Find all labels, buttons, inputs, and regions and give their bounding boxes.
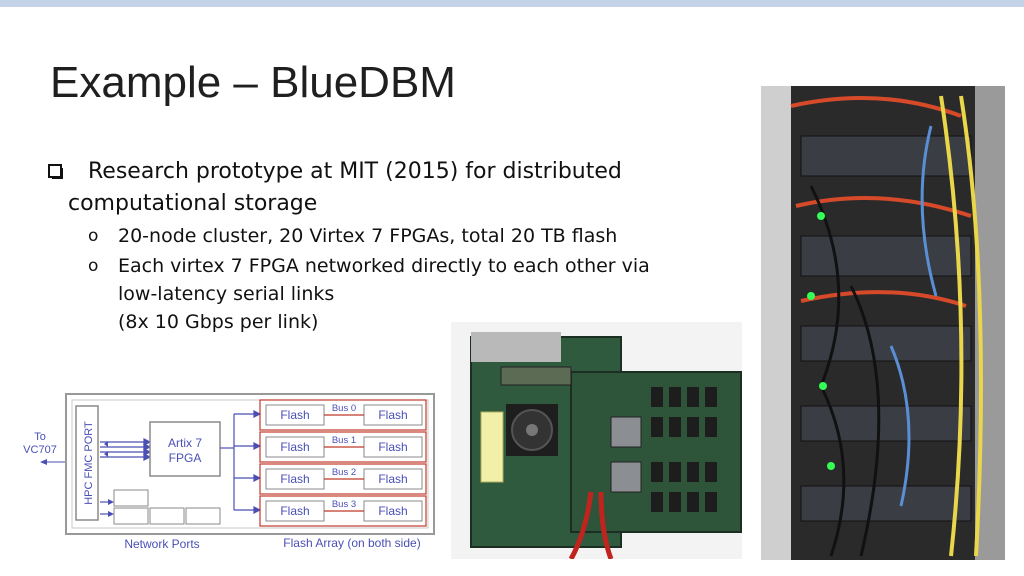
sub-bullet-text: 20-node cluster, 20 Virtex 7 FPGAs, tota… bbox=[118, 225, 618, 247]
flash-label: Flash bbox=[280, 440, 309, 454]
bus-label: Bus 3 bbox=[332, 499, 356, 510]
board-inner-outline bbox=[71, 399, 429, 529]
bus-label: Bus 2 bbox=[332, 467, 356, 478]
network-ports-caption: Network Ports bbox=[124, 537, 199, 551]
flash-row-1: Flash Flash Bus 1 bbox=[259, 431, 427, 463]
bus-label: Bus 0 bbox=[332, 403, 356, 414]
bullet-line-2: computational storage bbox=[68, 191, 318, 216]
flash-label: Flash bbox=[280, 408, 309, 422]
flash-label: Flash bbox=[280, 504, 309, 518]
fpga-box bbox=[149, 421, 221, 477]
flash-label: Flash bbox=[378, 440, 407, 454]
vc707-label: VC707 bbox=[23, 444, 57, 456]
bullet-research-prototype: Research prototype at MIT (2015) for dis… bbox=[48, 156, 748, 220]
fpga-label-2: FPGA bbox=[169, 451, 202, 465]
flash-array-caption: Flash Array (on both side) bbox=[283, 536, 420, 550]
flash-row-0: Flash Flash Bus 0 bbox=[259, 399, 427, 431]
server-rack-photo bbox=[761, 86, 1005, 560]
fmc-port-label: HPC FMC PORT bbox=[83, 421, 95, 505]
top-accent-bar bbox=[0, 0, 1024, 7]
to-label: To bbox=[34, 431, 46, 443]
sub-bullet-text: Each virtex 7 FPGA networked directly to… bbox=[118, 255, 650, 277]
flash-row-2: Flash Flash Bus 2 bbox=[259, 463, 427, 495]
bus-label: Bus 1 bbox=[332, 435, 356, 446]
fmc-port-box bbox=[75, 405, 99, 521]
flash-label: Flash bbox=[378, 472, 407, 486]
flash-row-3: Flash Flash Bus 3 bbox=[259, 495, 427, 527]
flash-label: Flash bbox=[378, 408, 407, 422]
flash-label: Flash bbox=[280, 472, 309, 486]
bullet-list: Research prototype at MIT (2015) for dis… bbox=[48, 156, 748, 336]
fpga-flash-links bbox=[220, 410, 262, 514]
slide-title: Example – BlueDBM bbox=[50, 58, 456, 107]
fmc-fpga-links bbox=[100, 438, 152, 461]
fpga-label-1: Artix 7 bbox=[168, 436, 202, 450]
sub-bullet-text-line3: (8x 10 Gbps per link) bbox=[118, 311, 319, 333]
checkbox-bullet-icon bbox=[48, 164, 62, 178]
vc707-arrowhead bbox=[40, 459, 47, 465]
bluedbm-block-diagram: To VC707 HPC FMC PORT Artix 7 FPGA Flash… bbox=[23, 393, 435, 551]
fmc-arrowhead bbox=[104, 451, 108, 457]
flash-label: Flash bbox=[378, 504, 407, 518]
sub-bullet-cluster: o 20-node cluster, 20 Virtex 7 FPGAs, to… bbox=[48, 222, 748, 250]
fpga-board-photo bbox=[451, 322, 742, 559]
sub-bullet-marker: o bbox=[88, 226, 99, 246]
bullet-line-1: Research prototype at MIT (2015) for dis… bbox=[88, 159, 622, 184]
sub-bullet-text-line2: low-latency serial links bbox=[118, 283, 335, 305]
fmc-arrowhead bbox=[104, 441, 108, 447]
network-ports bbox=[100, 489, 221, 525]
sub-bullet-networking: o Each virtex 7 FPGA networked directly … bbox=[48, 252, 748, 336]
sub-bullet-marker: o bbox=[88, 256, 99, 276]
